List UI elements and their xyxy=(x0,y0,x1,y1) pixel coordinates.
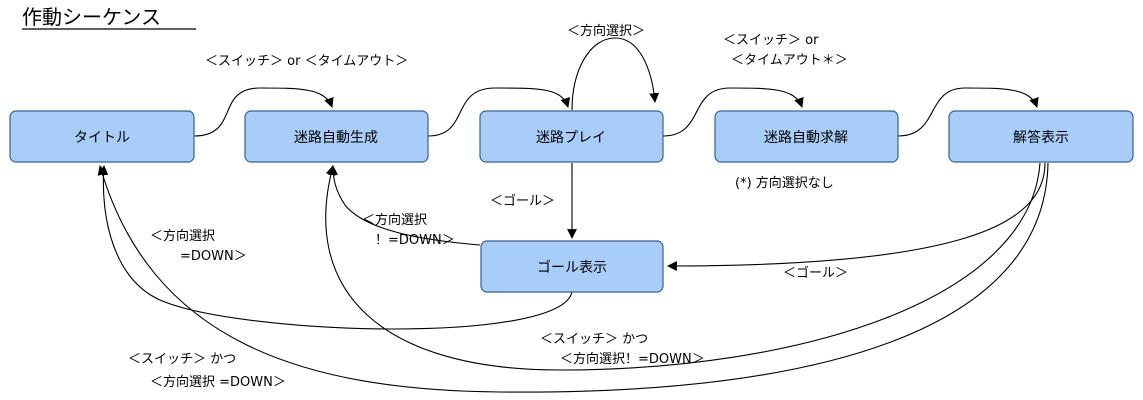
node-maze-play-label: 迷路プレイ xyxy=(536,130,606,146)
label-switch-and-4: ＜方向選択 =DOWN＞ xyxy=(150,374,286,390)
label-goal-down: ＜ゴール＞ xyxy=(490,193,555,209)
edge-maze-gen-to-play xyxy=(427,87,571,137)
label-dir-notdown-1: ＜方向選択 xyxy=(362,212,427,228)
label-dir-down-1: ＜方向選択 xyxy=(150,228,215,244)
edge-goal-to-title xyxy=(98,165,573,330)
edge-title-to-maze-gen xyxy=(193,87,334,137)
edge-answer-to-maze-gen xyxy=(325,162,1041,371)
edge-answer-to-title xyxy=(97,162,1049,393)
node-title: タイトル xyxy=(9,110,195,163)
node-answer: 解答表示 xyxy=(948,110,1134,163)
node-answer-label: 解答表示 xyxy=(1013,129,1069,146)
edge-play-self-loop xyxy=(571,37,660,111)
edge-solve-to-answer xyxy=(897,87,1039,137)
edge-answer-to-goal xyxy=(667,162,1046,271)
node-goal-label: ゴール表示 xyxy=(537,259,607,276)
page-title: 作動シーケンス xyxy=(22,5,161,29)
label-direction-select: ＜方向選択＞ xyxy=(567,23,645,39)
label-dir-down-2: =DOWN＞ xyxy=(180,249,247,264)
label-switch-and-1: ＜スイッチ＞ かつ xyxy=(540,332,648,347)
edge-goal-to-maze-gen xyxy=(328,165,481,246)
label-dir-notdown-2: ！=DOWN＞ xyxy=(375,233,455,248)
edge-play-to-solve xyxy=(662,87,804,137)
node-goal: ゴール表示 xyxy=(480,240,664,293)
node-maze-solve-label: 迷路自動求解 xyxy=(764,130,848,146)
label-timeout-star: ＜タイムアウト＊＞ xyxy=(731,53,848,68)
node-maze-play: 迷路プレイ xyxy=(479,110,664,163)
label-note-no-direction: (*) 方向選択なし xyxy=(735,175,834,191)
label-switch-and-3: ＜スイッチ＞ かつ xyxy=(128,352,236,367)
label-switch-and-2: ＜方向選択！=DOWN＞ xyxy=(560,351,705,367)
label-switch-or: ＜スイッチ＞ or xyxy=(723,33,819,48)
node-maze-gen-label: 迷路自動生成 xyxy=(294,130,378,146)
label-goal-left: ＜ゴール＞ xyxy=(783,265,848,281)
node-maze-solve: 迷路自動求解 xyxy=(714,110,899,163)
label-switch-or-timeout: ＜スイッチ＞ or ＜タイムアウト＞ xyxy=(205,54,408,69)
node-maze-gen: 迷路自動生成 xyxy=(244,110,429,163)
node-title-label: タイトル xyxy=(74,130,130,146)
